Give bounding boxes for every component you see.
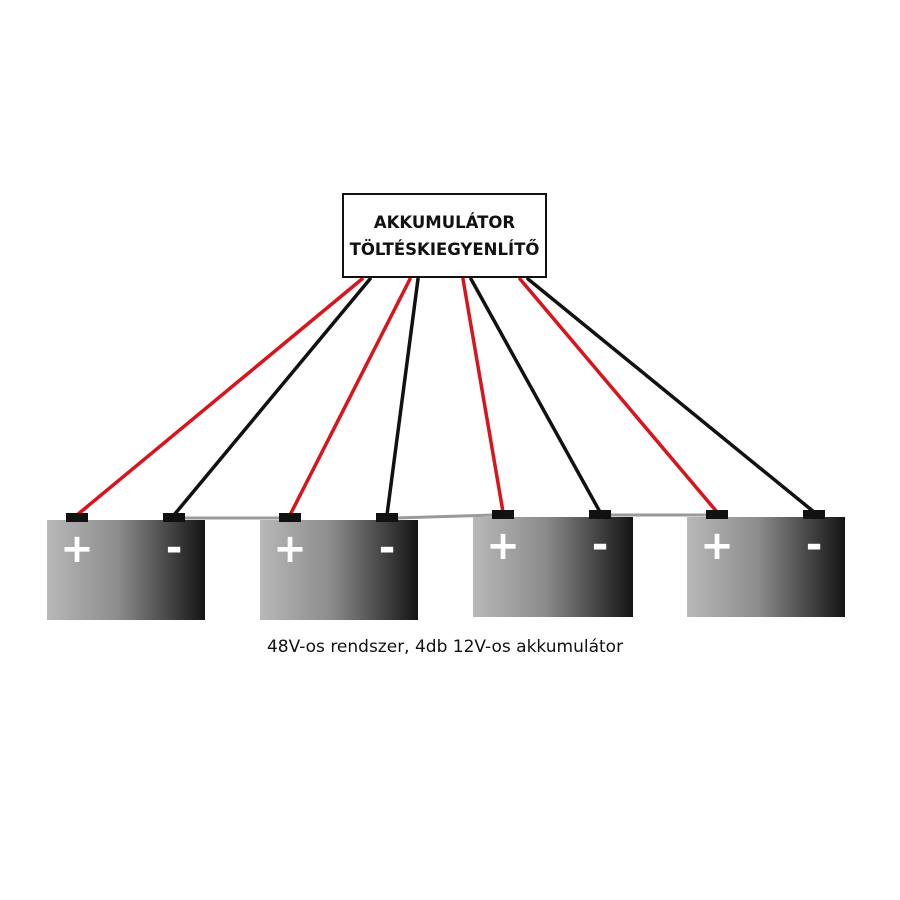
wire-b3-negative [469, 277, 602, 514]
positive-terminal [492, 510, 514, 519]
wire-b1-positive [75, 277, 364, 517]
positive-symbol: + [273, 526, 307, 572]
diagram-caption: 48V-os rendszer, 4db 12V-os akkumulátor [266, 637, 624, 657]
negative-terminal [376, 513, 398, 522]
battery-2: +- [260, 513, 418, 620]
positive-symbol: + [486, 523, 520, 569]
battery-balancer-box: AKKUMULÁTOR TÖLTÉSKIEGYENLÍTŐ [342, 193, 547, 278]
negative-terminal [589, 510, 611, 519]
wire-b4-positive [518, 277, 719, 514]
battery-bank: +-+-+-+- [47, 510, 845, 620]
battery-4: +- [687, 510, 845, 617]
battery-1: +- [47, 513, 205, 620]
positive-symbol: + [700, 523, 734, 569]
wire-b2-positive [288, 277, 412, 517]
negative-terminal [803, 510, 825, 519]
negative-symbol: - [379, 525, 396, 571]
balancer-title-line1: AKKUMULÁTOR [373, 212, 516, 232]
negative-symbol: - [166, 525, 183, 571]
negative-symbol: - [592, 522, 609, 568]
series-links [182, 513, 709, 520]
balancer-title-line2: TÖLTÉSKIEGYENLÍTŐ [349, 239, 540, 259]
wire-b4-negative [526, 277, 816, 514]
positive-terminal [706, 510, 728, 519]
positive-symbol: + [60, 526, 94, 572]
battery-body [687, 517, 845, 617]
series-link-2 [394, 513, 496, 520]
wire-b3-positive [461, 277, 505, 514]
wire-b2-negative [385, 277, 420, 517]
battery-3: +- [473, 510, 633, 617]
balancer-wires [75, 277, 816, 517]
positive-terminal [279, 513, 301, 522]
wire-b1-negative [172, 277, 372, 517]
battery-body [473, 517, 633, 617]
positive-terminal [66, 513, 88, 522]
negative-symbol: - [806, 522, 823, 568]
battery-body [47, 520, 205, 620]
battery-body [260, 520, 418, 620]
negative-terminal [163, 513, 185, 522]
